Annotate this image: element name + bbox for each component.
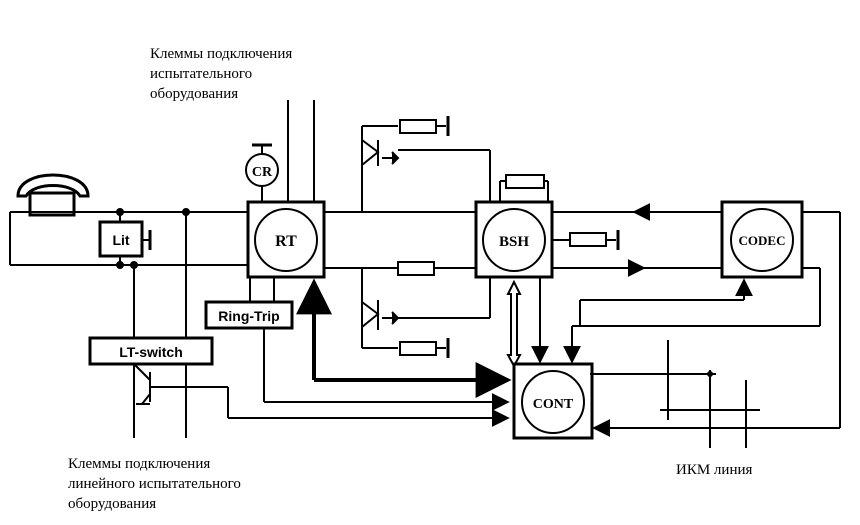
bsh-label: BSH: [499, 234, 529, 250]
caption-line: Клеммы подключения: [150, 46, 292, 62]
cr-meter: CR: [245, 153, 279, 187]
caption-line: испытательного: [150, 66, 252, 82]
ring-trip-block: Ring-Trip: [204, 300, 294, 330]
caption-line: Клеммы подключения: [68, 456, 210, 472]
caption-line: оборудования: [150, 86, 238, 102]
lit-block: Lit: [98, 220, 144, 258]
ring-trip-label: Ring-Trip: [218, 308, 279, 324]
cr-label: CR: [252, 165, 273, 180]
pcm-line-caption: ИКМ линия: [676, 462, 752, 478]
transistor-icon: [361, 300, 400, 330]
lt-switch-label: LT-switch: [119, 344, 183, 360]
caption-line: линейного испытательного: [68, 476, 241, 492]
codec-label: CODEC: [739, 233, 786, 248]
cont-label: CONT: [533, 397, 574, 412]
telephone-handset-icon: [16, 173, 90, 217]
caption-line: оборудования: [68, 496, 156, 512]
rt-label: RT: [275, 233, 297, 250]
transistor-icon: [361, 139, 400, 166]
lt-switch-block: LT-switch: [88, 336, 214, 366]
test-terminals-caption: Клеммы подключения испытательного оборуд…: [150, 46, 292, 102]
line-test-terminals-caption: Клеммы подключения линейного испытательн…: [68, 456, 241, 512]
transistor-icon: [133, 363, 510, 427]
lit-label: Lit: [112, 232, 129, 248]
